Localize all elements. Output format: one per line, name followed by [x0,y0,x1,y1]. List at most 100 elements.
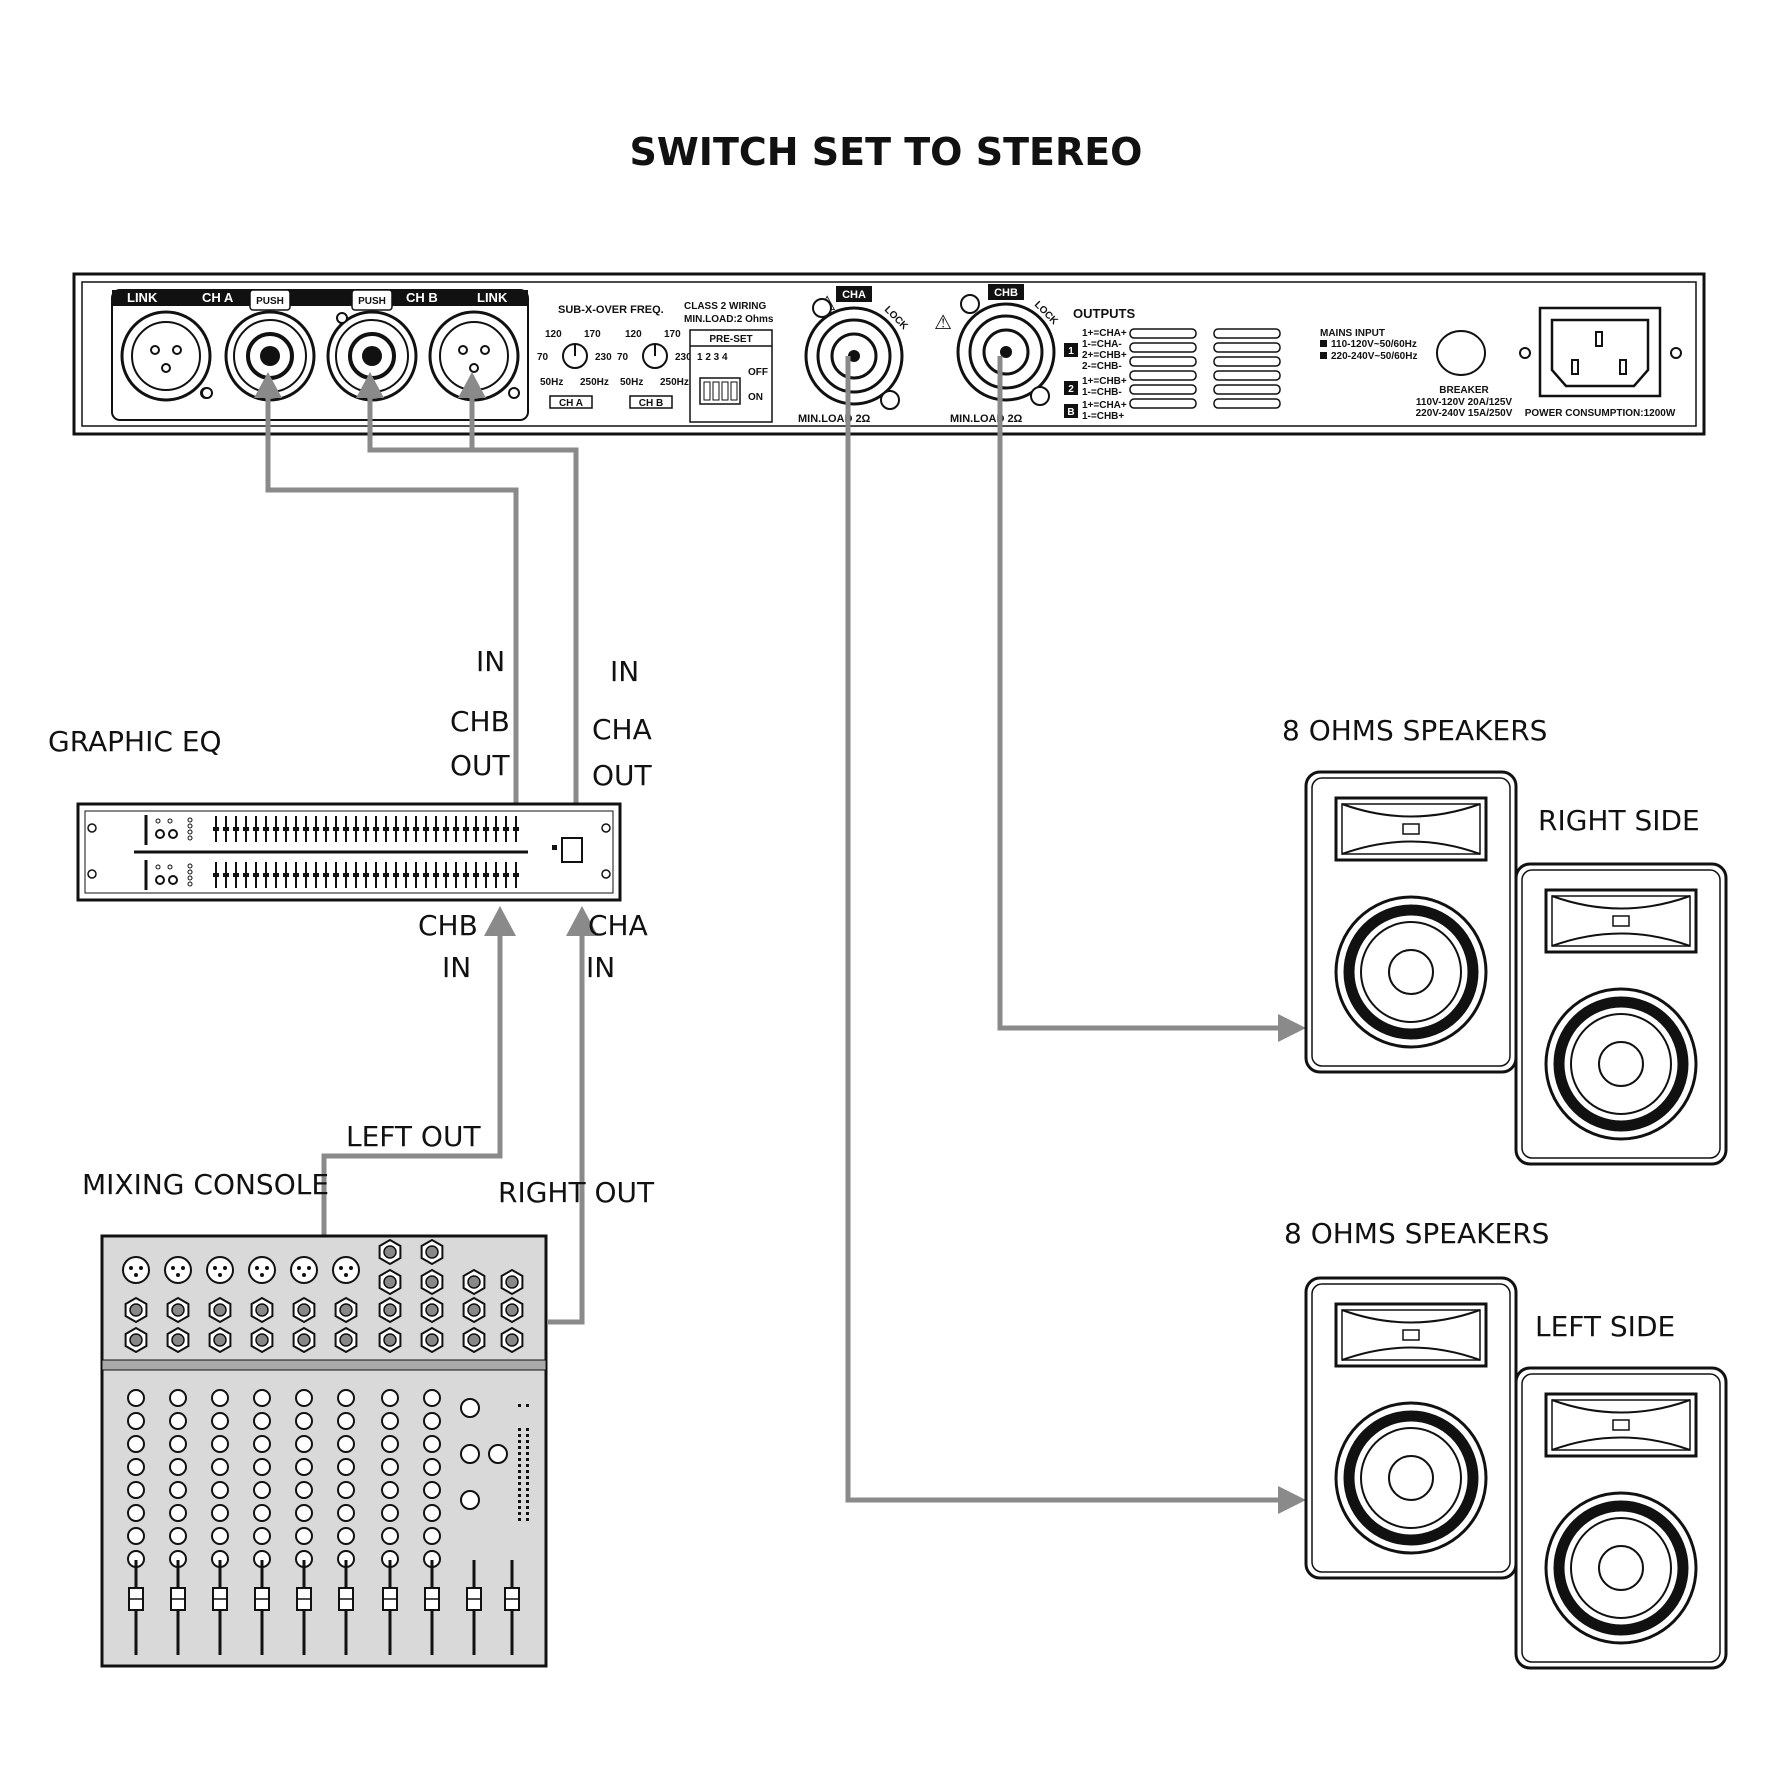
console-knob [337,1527,355,1545]
eq-slider-cap [303,873,309,877]
console-knob [211,1458,229,1476]
eq-cha-out-ch-label: CHA [592,713,652,746]
iec-power-socket[interactable] [1538,306,1662,398]
console-knob-field[interactable] [127,1389,529,1568]
eq-slider-cap [423,873,429,877]
meter-led [518,1476,521,1479]
speakon-a-tag: CHA [842,289,866,301]
eq-led [187,817,193,823]
arrow-head [1278,1014,1306,1042]
eq-chb-out-ch-label: CHB [450,705,510,738]
jack-socket [171,1303,185,1317]
wire-console-right-to-eq [548,930,585,1325]
outputs-badge: 2 [1068,384,1074,395]
console-knob [169,1389,187,1407]
eq-slider-cap [223,873,229,877]
eq-slider-cap [473,873,479,877]
mains-line-2: 220-240V~50/60Hz [1331,351,1417,362]
horn-driver [1402,823,1420,835]
console-knob [127,1504,145,1522]
xlr-pin [307,1266,311,1270]
horn-inner [1341,803,1481,855]
eq-slider-cap [463,873,469,877]
meter-led [526,1476,529,1479]
eq-slider-cap [263,827,269,831]
speakon-b-tag: CHB [994,287,1018,299]
xlr-link-right-connector[interactable] [428,310,520,402]
meter-led [518,1470,521,1473]
xlr-link-left-connector[interactable] [120,310,212,402]
xlr-pin [134,1273,138,1277]
meter-led [526,1446,529,1449]
eq-slider-cap [413,827,419,831]
meter-led [518,1464,521,1467]
combo-chb-input-connector[interactable] [326,310,418,402]
meter-led [526,1512,529,1515]
eq-slider-cap [403,873,409,877]
speaker-cabinet-inner [1521,1373,1721,1663]
eq-slider-cap [323,873,329,877]
eq-slider-cap [373,827,379,831]
dip-switch-block[interactable] [699,377,741,405]
eq-slider-cap [453,873,459,877]
console-fader-field[interactable] [128,1560,520,1655]
eq-cha-out-label: OUT [592,759,653,792]
sub-xover-label: SUB-X-OVER FREQ. [558,304,664,316]
eq-slider-cap [413,873,419,877]
console-knob [460,1490,480,1510]
eq-slider-cap [313,827,319,831]
eq-slider-cap [363,873,369,877]
wire-eq-cha-out-to-amp [367,382,579,808]
console-knob [127,1412,145,1430]
xlr-jack [206,1256,234,1284]
graphic-eq-unit [76,802,622,902]
meter-led [518,1428,521,1431]
xover-knob-chb[interactable]: 120 170 70 230 50Hz 250Hz CH B [617,329,692,409]
meter-led [526,1488,529,1491]
jack-socket [505,1303,519,1317]
speakon-chb-output[interactable]: ⚠ CHB LOCK MIN.LOAD 2Ω [934,284,1060,425]
arrow-head [254,372,282,398]
meter-led [526,1458,529,1461]
meter-led [518,1482,521,1485]
push-a-label: PUSH [256,296,284,307]
console-knob [295,1412,313,1430]
jack-socket [339,1333,353,1347]
outputs-row: 1-=CHA- [1082,339,1122,350]
eq-slider-cap [433,827,439,831]
console-jack-field[interactable] [122,1238,524,1354]
eq-slider-cap [293,827,299,831]
eq-led [155,818,161,824]
eq-power-switch[interactable] [561,837,583,863]
xover-knob-cha[interactable]: 120 170 70 230 50Hz 250Hz CH A [537,329,612,409]
console-knob [127,1435,145,1453]
console-knob [423,1481,441,1499]
eq-slider-cap [293,873,299,877]
eq-led [155,864,161,870]
jack-socket [297,1333,311,1347]
right-out-label: RIGHT OUT [498,1176,655,1209]
horn-flare [1341,803,1481,855]
meter-led [518,1506,521,1509]
knob-b-mark-250hz: 250Hz [660,377,689,388]
xlr-pin [260,1273,264,1277]
console-knob [169,1458,187,1476]
breaker-button[interactable] [1436,330,1486,376]
jack-socket [213,1303,227,1317]
right-side-label: RIGHT SIDE [1538,804,1700,837]
outputs-row: 1-=CHB- [1082,387,1122,398]
eq-slider-cap [323,827,329,831]
eq-slider-bank[interactable] [155,816,519,888]
eq-knob [168,875,178,885]
eq-slider-cap [243,827,249,831]
outputs-row: 2-=CHB- [1082,361,1122,372]
eq-slider-cap [513,873,519,877]
xlr-pin [213,1266,217,1270]
wire-amp-chb-to-right-speakers [997,356,1288,1031]
speaker-right-front [1304,770,1518,1074]
combo-cha-input-connector[interactable] [201,310,316,402]
meter-led [518,1446,521,1449]
min-load-a: MIN.LOAD 2Ω [798,413,871,425]
class2-line2: MIN.LOAD:2 Ohms [684,314,774,325]
jack-socket [505,1333,519,1347]
